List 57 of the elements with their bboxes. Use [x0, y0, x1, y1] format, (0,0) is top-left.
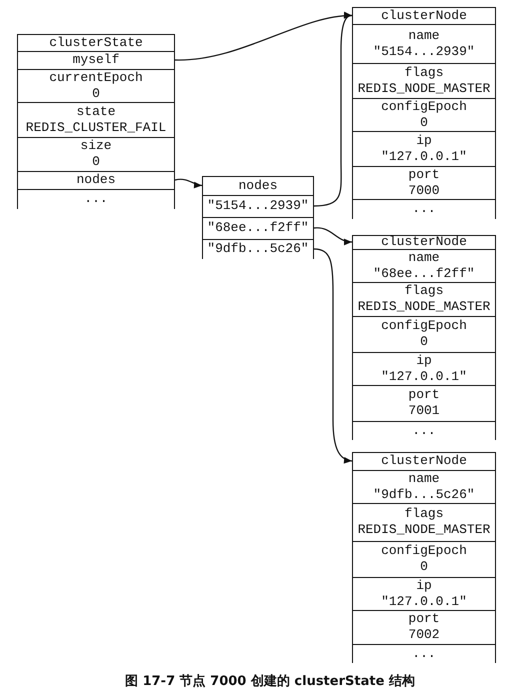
field-name: name: [408, 470, 440, 486]
field-name: configEpoch: [381, 318, 467, 334]
field-name: configEpoch: [381, 98, 467, 114]
field-name: flags: [404, 283, 444, 299]
field-name: state: [76, 104, 116, 120]
field-cell: ...: [18, 188, 174, 208]
field-value: 0: [420, 559, 428, 575]
struct-header: clusterNode: [380, 453, 468, 470]
field-name: name: [408, 28, 440, 44]
field-value: "127.0.0.1": [381, 148, 467, 164]
field-name: name: [408, 250, 440, 266]
field-cell: myself: [18, 50, 174, 68]
struct-header: clusterState: [48, 35, 144, 50]
struct-box: [202, 176, 314, 259]
struct-box: [352, 7, 496, 219]
arrow: [314, 248, 352, 464]
field-cell: ...: [353, 644, 495, 662]
field-cell: "9dfb...5c26": [203, 238, 313, 258]
field-name: ip: [416, 132, 432, 148]
field-value: 7002: [408, 627, 440, 643]
field-value: "68ee...f2ff": [373, 266, 475, 282]
field-name: configEpoch: [381, 543, 467, 559]
arrow: [174, 178, 202, 188]
field-value: 7000: [408, 182, 440, 198]
field-value: "127.0.0.1": [381, 368, 467, 384]
arrow: [314, 12, 352, 207]
field-name: size: [80, 138, 112, 154]
field-cell: ...: [353, 420, 495, 440]
field-value: REDIS_CLUSTER_FAIL: [26, 120, 166, 136]
struct-header: nodes: [237, 177, 278, 194]
field-value: REDIS_NODE_MASTER: [358, 299, 490, 315]
field-value: 7001: [408, 403, 440, 419]
field-name: currentEpoch: [49, 70, 143, 86]
field-name: flags: [404, 64, 444, 80]
field-name: port: [408, 387, 440, 403]
struct-header: clusterNode: [380, 236, 468, 248]
field-value: 0: [92, 86, 100, 102]
field-cell: ...: [353, 198, 495, 218]
field-name: flags: [404, 506, 444, 522]
field-value: 0: [92, 154, 100, 170]
field-value: REDIS_NODE_MASTER: [358, 522, 490, 538]
field-name: port: [408, 166, 440, 182]
field-value: 0: [420, 114, 428, 130]
field-value: "9dfb...5c26": [373, 486, 475, 502]
struct-header: clusterNode: [380, 8, 468, 24]
struct-box: [352, 235, 496, 440]
field-name: ip: [416, 352, 432, 368]
struct-box: [352, 452, 496, 663]
field-name: port: [408, 611, 440, 627]
arrow: [314, 227, 352, 245]
caption: 图 17-7 节点 7000 创建的 clusterState 结构: [124, 674, 416, 690]
field-value: "127.0.0.1": [381, 594, 467, 610]
field-value: "5154...2939": [373, 44, 475, 60]
field-name: ip: [416, 578, 432, 594]
field-value: 0: [420, 334, 428, 350]
field-value: REDIS_NODE_MASTER: [358, 80, 490, 96]
struct-box: [17, 34, 175, 209]
